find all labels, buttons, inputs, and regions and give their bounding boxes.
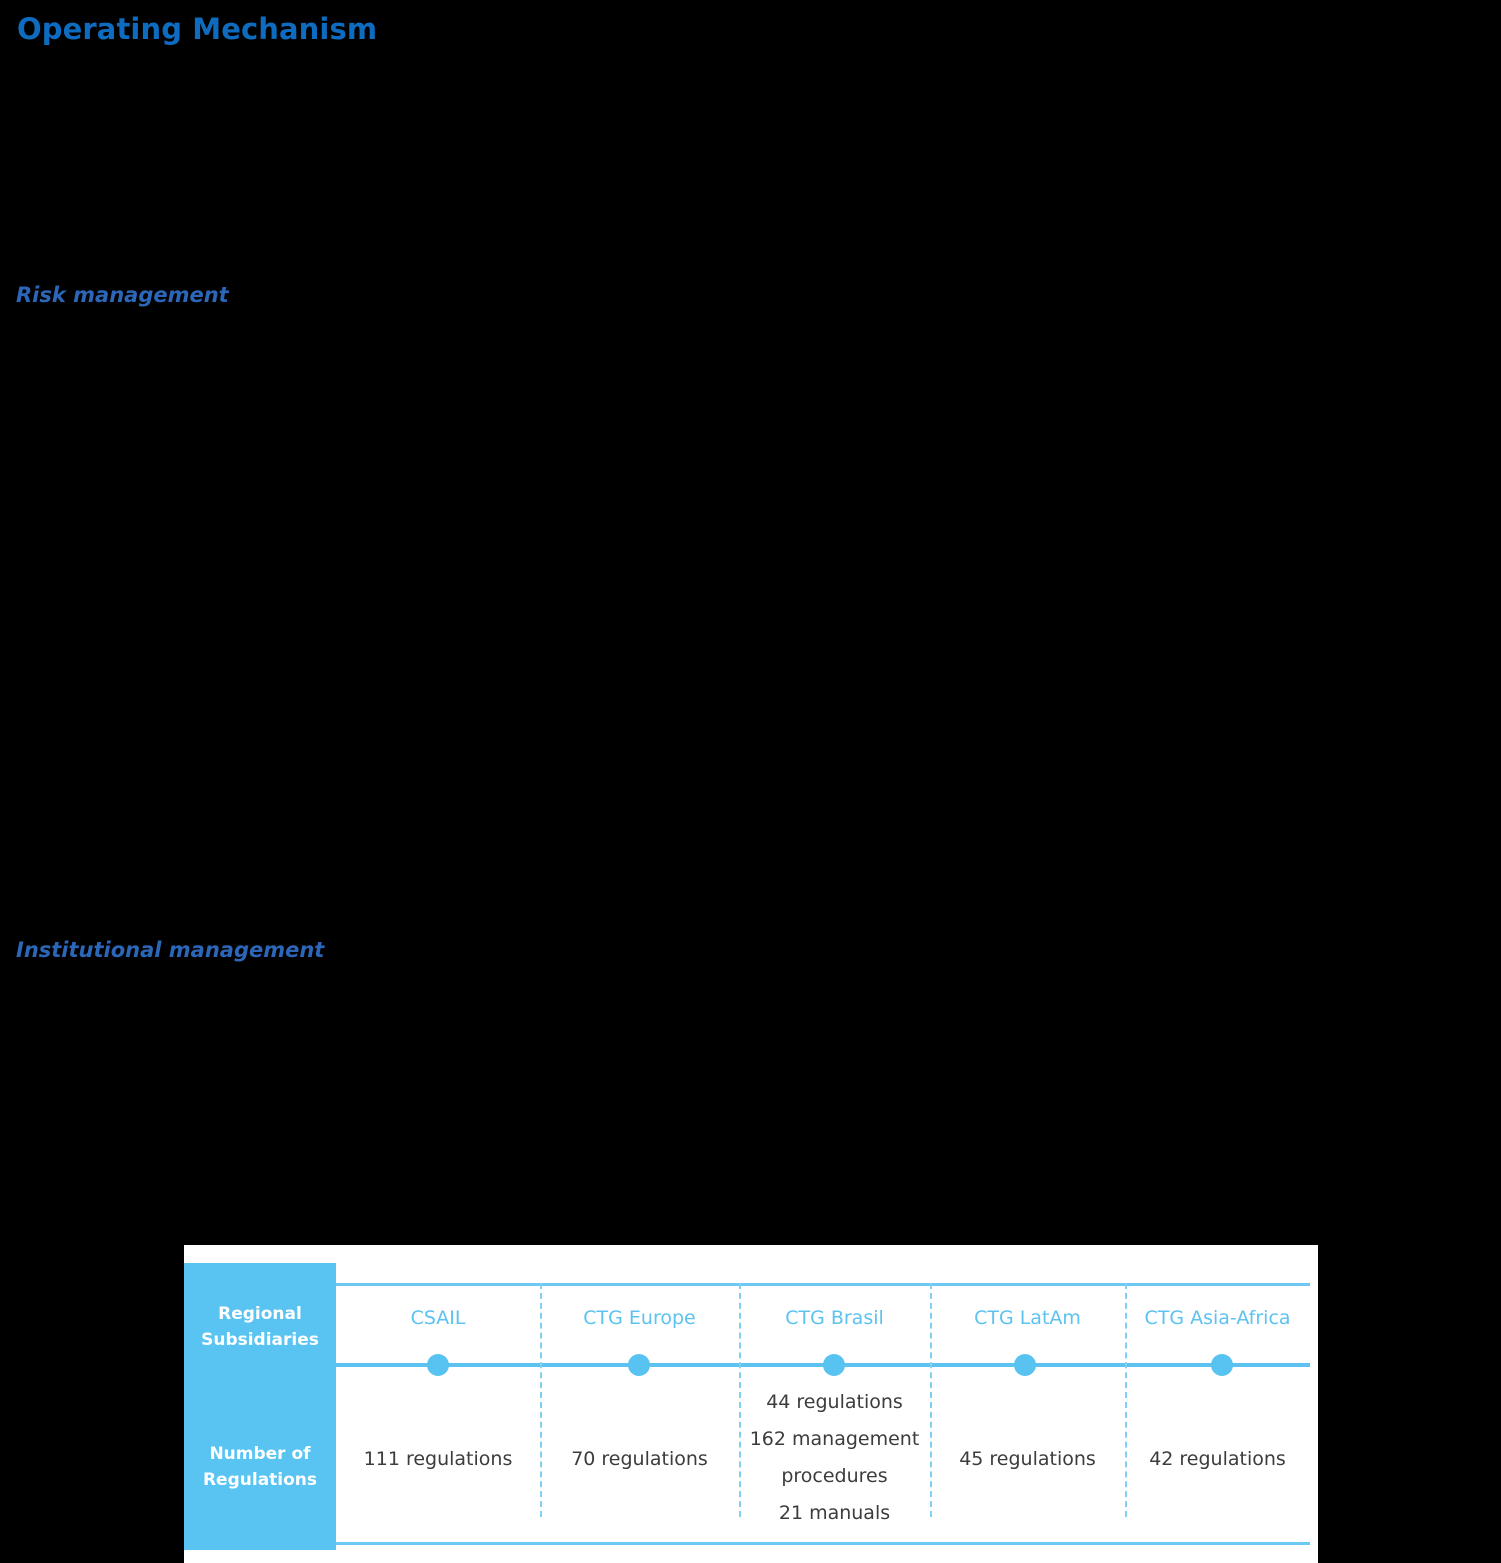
column-divider-1 bbox=[540, 1283, 542, 1517]
timeline-dot-ctg-europe bbox=[628, 1354, 650, 1376]
column-divider-4 bbox=[1125, 1283, 1127, 1517]
row-label-regional-line1: Regional bbox=[218, 1304, 302, 1324]
value-line: 42 regulations bbox=[1149, 1448, 1286, 1471]
timeline-dot-csail bbox=[427, 1354, 449, 1376]
value-line: 111 regulations bbox=[363, 1448, 513, 1471]
page-title: Operating Mechanism bbox=[17, 12, 378, 46]
column-divider-2 bbox=[739, 1283, 741, 1517]
timeline-dot-ctg-brasil bbox=[823, 1354, 845, 1376]
column-header-csail: CSAIL bbox=[410, 1307, 466, 1329]
column-header-ctg-europe: CTG Europe bbox=[583, 1307, 696, 1329]
column-value-ctg-europe: 70 regulations bbox=[540, 1385, 739, 1535]
table-row-label-column: Regional Subsidiaries Number of Regulati… bbox=[184, 1263, 336, 1550]
column-value-csail: 111 regulations bbox=[336, 1385, 540, 1535]
value-line: 162 management procedures bbox=[749, 1427, 920, 1487]
row-label-number-of-regulations: Number of Regulations bbox=[184, 1441, 336, 1494]
column-header-ctg-asia-africa: CTG Asia-Africa bbox=[1144, 1307, 1291, 1329]
row-label-number-line1: Number of bbox=[209, 1444, 311, 1464]
table-top-rule bbox=[336, 1283, 1310, 1286]
timeline-dot-ctg-latam bbox=[1014, 1354, 1036, 1376]
value-line: 44 regulations bbox=[766, 1390, 903, 1413]
table-bottom-rule bbox=[336, 1542, 1310, 1545]
row-label-regional-line2: Subsidiaries bbox=[201, 1330, 319, 1351]
section-heading-institutional-management: Institutional management bbox=[16, 938, 325, 962]
value-line: 45 regulations bbox=[959, 1448, 1096, 1471]
column-value-ctg-brasil: 44 regulations 162 management procedures… bbox=[731, 1373, 938, 1543]
column-value-ctg-latam: 45 regulations bbox=[930, 1385, 1125, 1535]
timeline-dot-ctg-asia-africa bbox=[1211, 1354, 1233, 1376]
column-value-ctg-asia-africa: 42 regulations bbox=[1125, 1385, 1310, 1535]
section-heading-risk-management: Risk management bbox=[16, 283, 229, 307]
value-line: 21 manuals bbox=[778, 1502, 891, 1525]
column-divider-3 bbox=[930, 1283, 932, 1517]
column-header-ctg-latam: CTG LatAm bbox=[974, 1307, 1081, 1329]
regional-subsidiaries-table: Regional Subsidiaries Number of Regulati… bbox=[184, 1245, 1318, 1563]
table-data-area: CSAIL 111 regulations CTG Europe 70 regu… bbox=[336, 1245, 1318, 1563]
row-label-number-line2: Regulations bbox=[202, 1470, 318, 1491]
value-line: 70 regulations bbox=[571, 1448, 708, 1471]
column-header-ctg-brasil: CTG Brasil bbox=[785, 1307, 884, 1329]
row-label-regional-subsidiaries: Regional Subsidiaries bbox=[184, 1301, 336, 1354]
